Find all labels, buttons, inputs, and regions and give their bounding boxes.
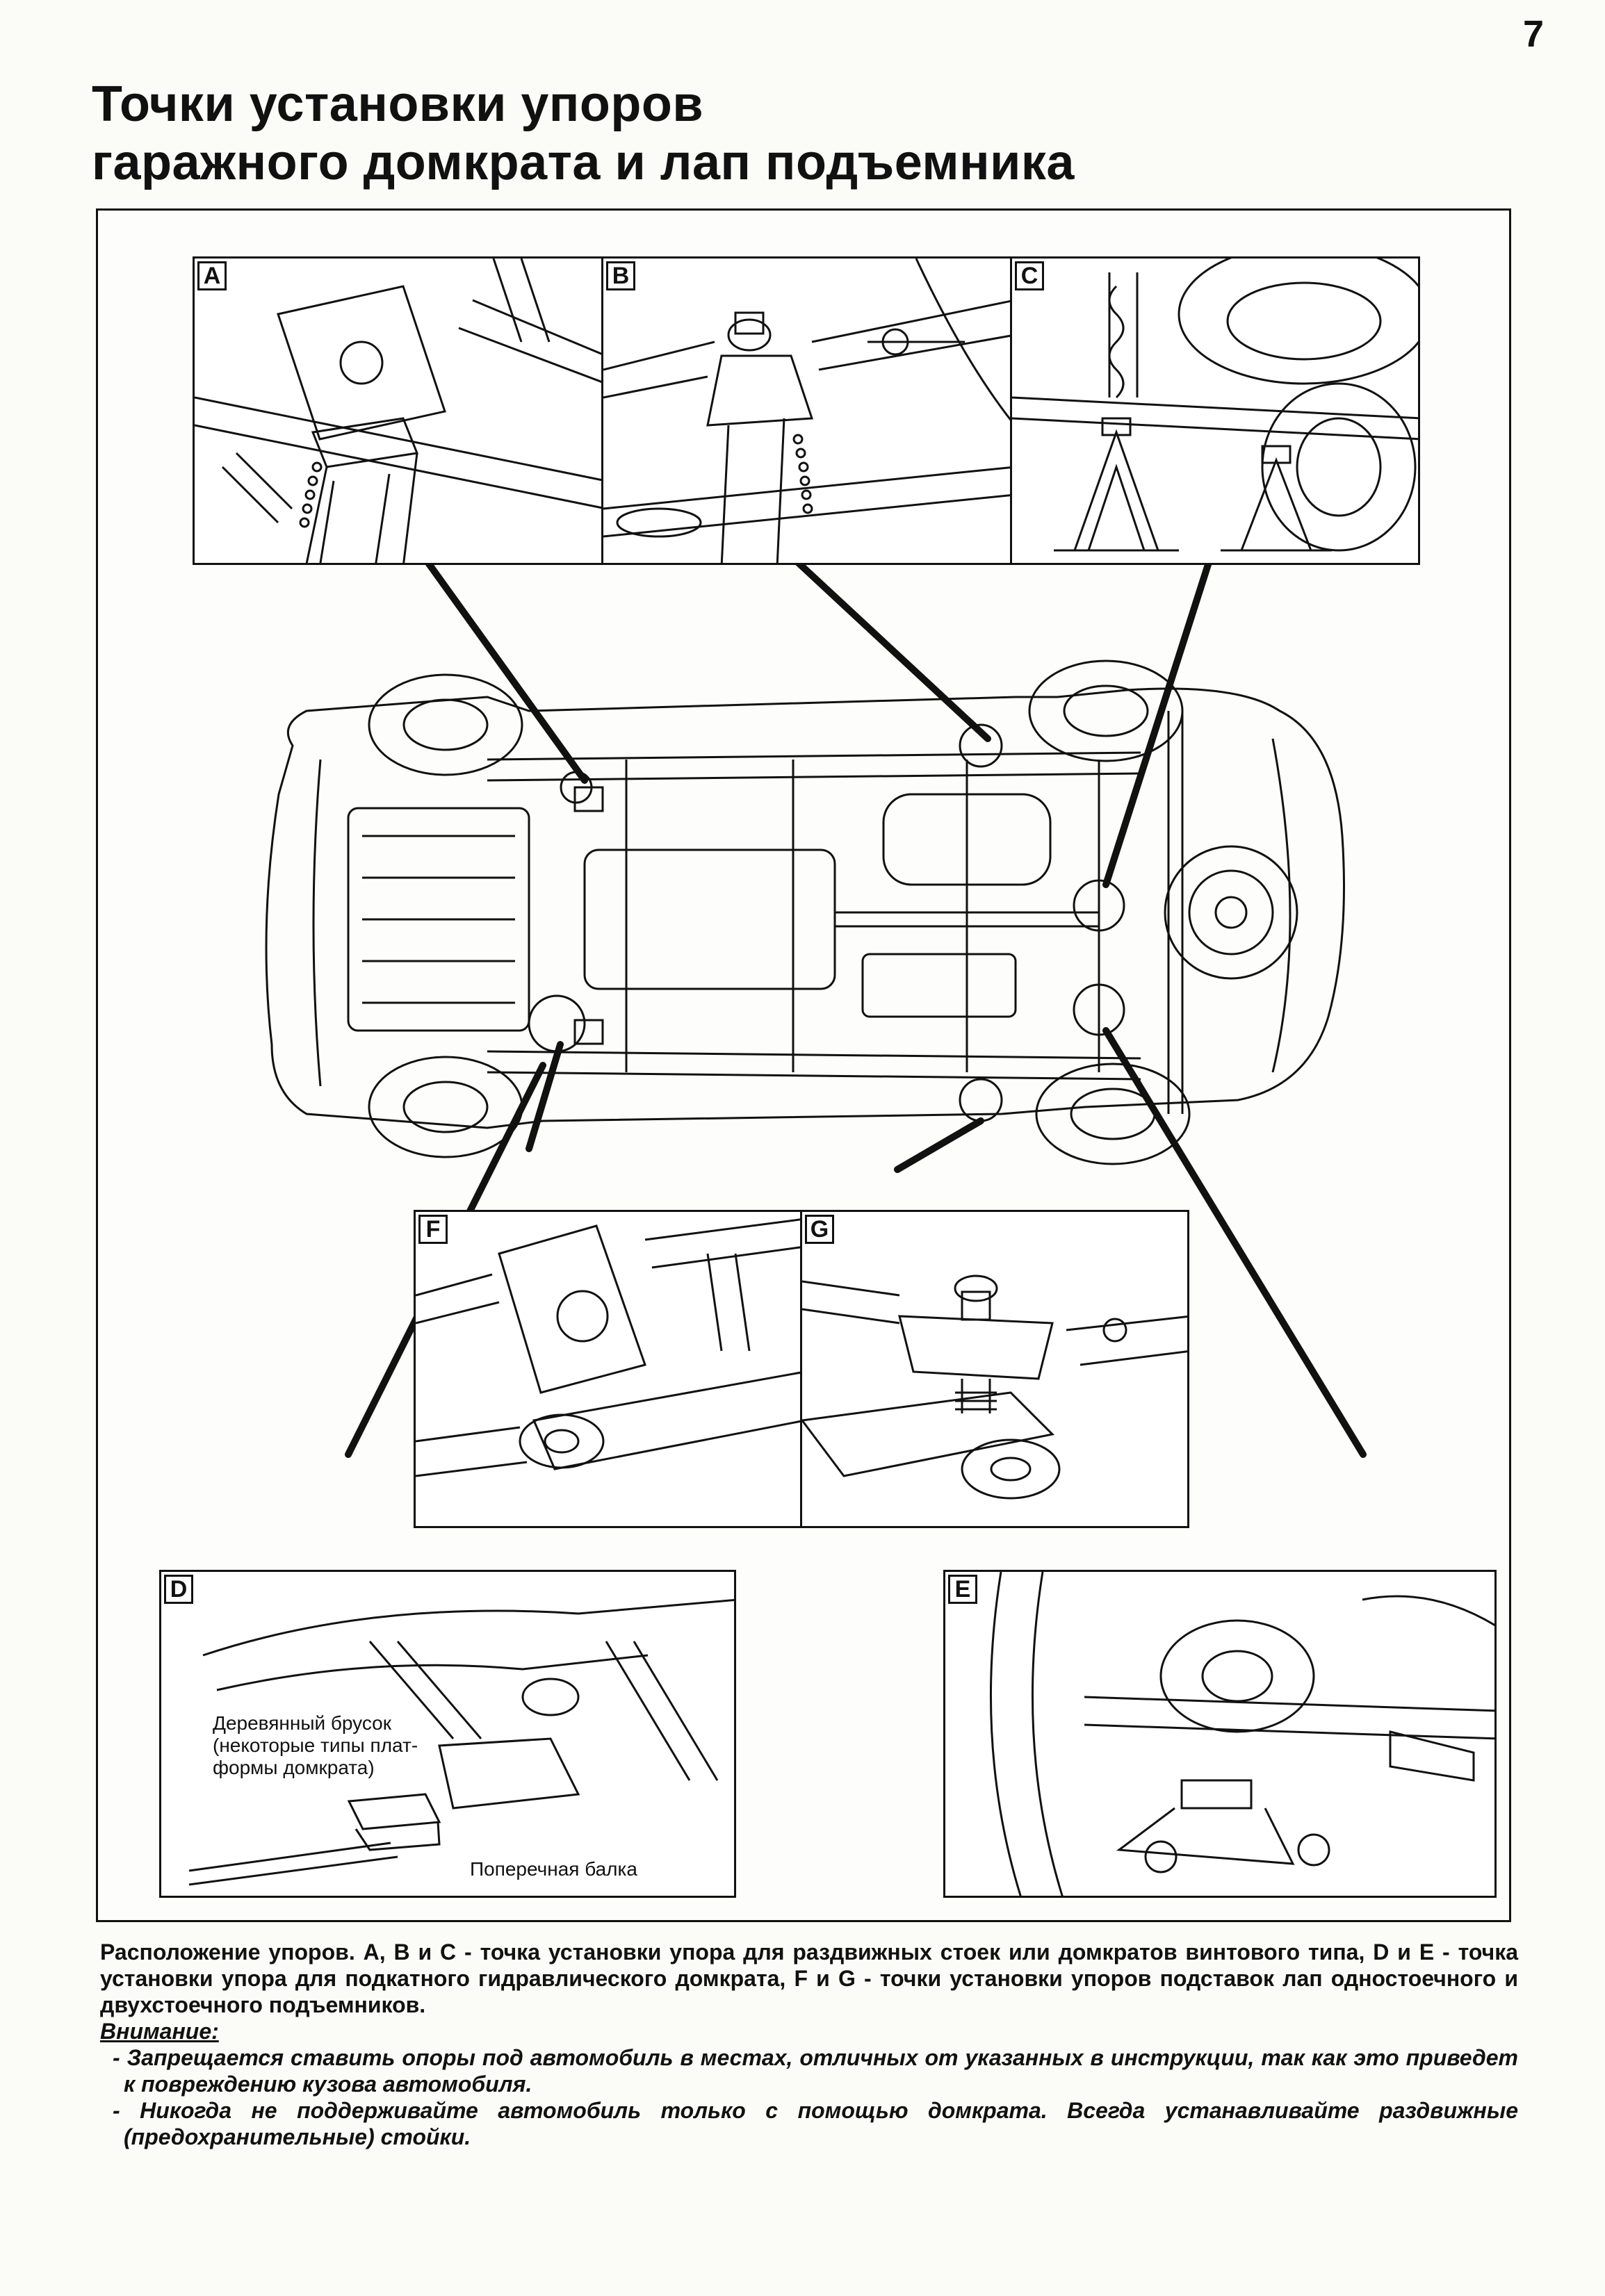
caption-text: Расположение упоров. A, B и C - точка ус… [100, 1940, 1518, 2017]
panel-f: F [414, 1210, 803, 1528]
panel-letter-d: D [164, 1575, 193, 1604]
lift-point-f-drawing [416, 1218, 801, 1477]
page-number: 7 [1522, 13, 1544, 55]
lift-point-g-drawing [802, 1274, 1187, 1500]
panel-letter-e: E [948, 1575, 977, 1604]
attention-label: Внимание: [100, 2019, 219, 2044]
callout-cross-beam: Поперечная балка [467, 1857, 640, 1882]
panel-letter-g: G [805, 1215, 834, 1244]
jack-point-b-drawing [603, 259, 1011, 563]
page-title: Точки установки упоров гаражного домкрат… [92, 75, 1075, 192]
figure-caption: Расположение упоров. A, B и C - точка ус… [100, 1939, 1518, 2150]
panel-e: E [943, 1570, 1497, 1898]
jack-point-e-drawing [989, 1572, 1494, 1896]
figure-frame: A B [96, 208, 1511, 1922]
panel-letter-c: C [1015, 261, 1044, 290]
jack-point-d-drawing [188, 1599, 734, 1886]
panel-b: B [601, 256, 1013, 565]
title-line-2: гаражного домкрата и лап подъемника [92, 135, 1075, 190]
warning-2: - Никогда не поддерживайте автомобиль то… [113, 2098, 1518, 2149]
warning-1: - Запрещается ставить опоры под автомоби… [113, 2045, 1518, 2097]
panel-letter-b: B [606, 261, 635, 290]
panel-letter-f: F [418, 1215, 448, 1244]
underbody-illustration [265, 555, 1367, 1458]
panel-d: D Деревянный брусок (некоторые типы плат… [159, 1570, 736, 1898]
jack-point-a-drawing [195, 259, 602, 563]
panel-g: G [800, 1210, 1189, 1528]
title-line-1: Точки установки упоров [92, 76, 704, 132]
callout-wood-block: Деревянный брусок (некоторые типы плат- … [210, 1711, 421, 1780]
panel-c: C [1010, 256, 1420, 565]
jack-point-c-drawing [1012, 259, 1418, 552]
panel-a: A [193, 256, 604, 565]
panel-letter-a: A [197, 261, 227, 290]
